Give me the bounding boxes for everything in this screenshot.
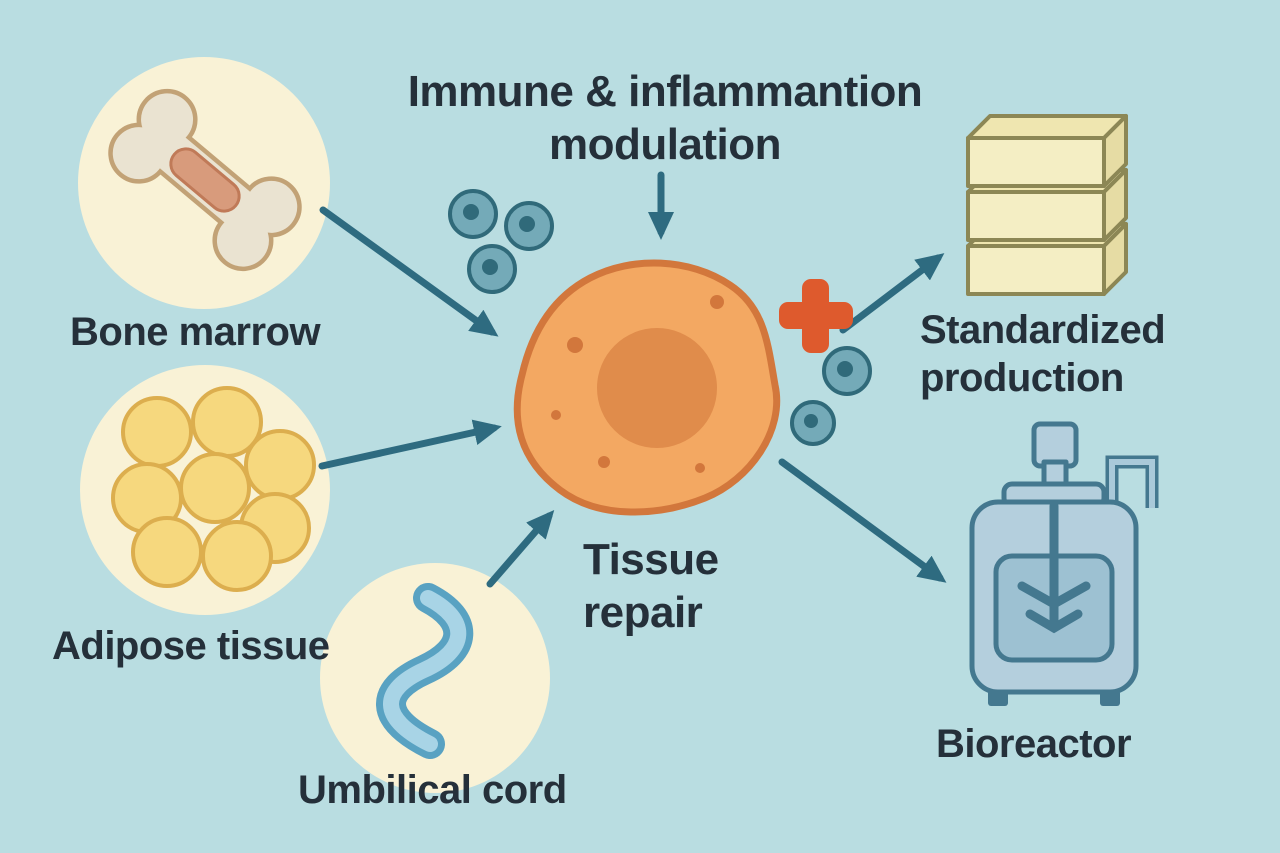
tissue-repair-line2: repair [583, 587, 703, 637]
arrow-bone-to-cell [319, 206, 499, 337]
tissue-repair-line1: Tissue [583, 535, 719, 584]
immune-modulation-line2: modulation [548, 119, 782, 169]
bone-marrow-label: Bone marrow [70, 310, 321, 354]
adipose-cells-icon [111, 386, 316, 592]
diagram-arrows [318, 171, 947, 588]
umbilical-cord-label: Umbilical cord [298, 768, 567, 812]
stem-cell-speckles [551, 295, 724, 473]
immune-modulation-line1: Immune & inflammantion [407, 67, 923, 116]
bioreactor-icon [969, 421, 1159, 706]
small-cells-icon [448, 189, 554, 294]
arrow-adipose-to-cell [318, 419, 502, 470]
standardized-production-line1: Standardized [920, 308, 1166, 352]
small-cells-right-icon [790, 346, 872, 446]
immune-modulation-title: Immune & inflammantion modulation [398, 66, 932, 172]
stacked-boxes-icon [966, 114, 1128, 296]
bioreactor-label: Bioreactor [936, 722, 1132, 766]
umbilical-cord-icon [376, 583, 474, 759]
bone-marrow-patch [169, 147, 241, 213]
stem-cell-nucleus [597, 328, 717, 448]
plus-icon [779, 279, 853, 353]
standardized-production-line2: production [920, 356, 1124, 400]
standardized-production-label: Standardized production [920, 306, 1166, 402]
adipose-tissue-label: Adipose tissue [52, 624, 330, 668]
tissue-repair-label: Tissue repair [583, 534, 719, 640]
arrow-cell-to-bioreactor [778, 458, 947, 583]
arrow-umbilical-to-cell [486, 509, 555, 588]
bone-icon [108, 88, 302, 272]
arrow-cell-to-boxes [839, 253, 945, 334]
stem-cell-icon [513, 259, 781, 516]
